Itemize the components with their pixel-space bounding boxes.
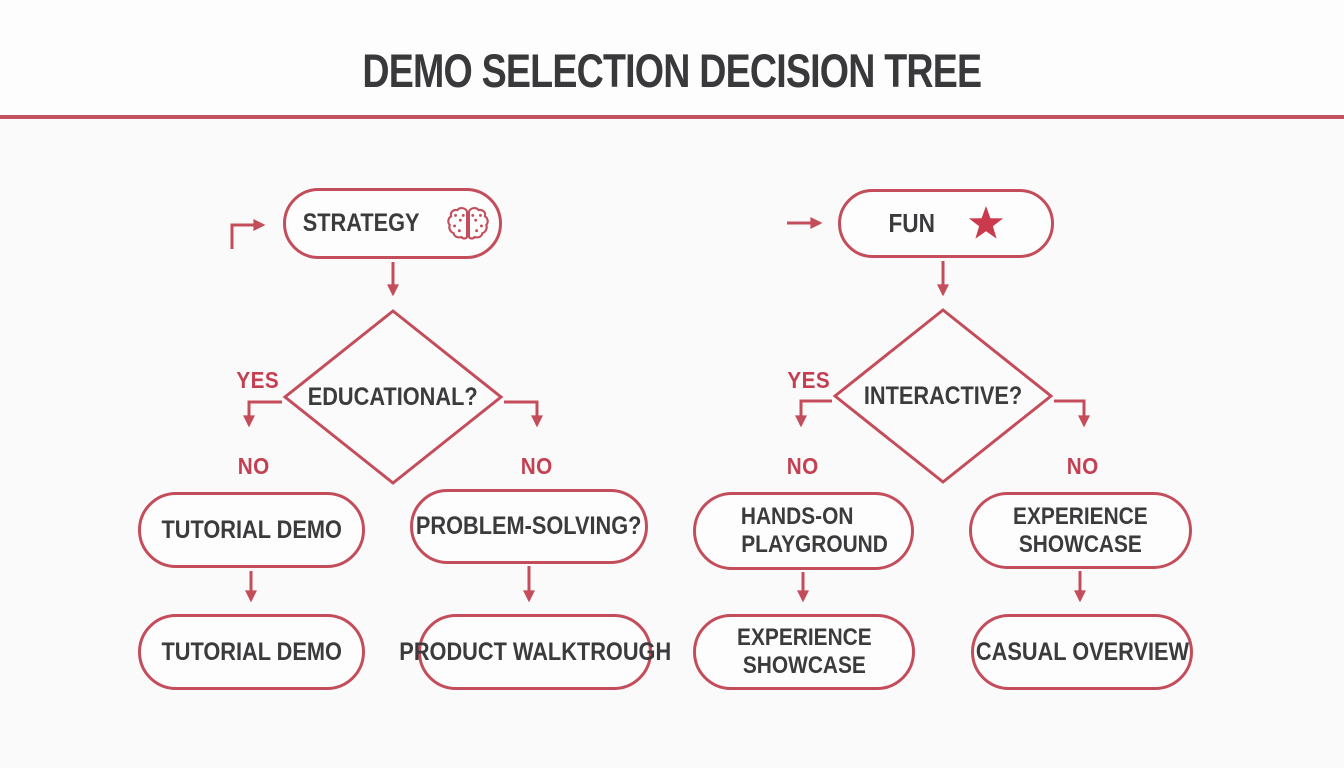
node-experience-showcase-leaf: EXPERIENCE SHOWCASE xyxy=(693,614,915,690)
entry-arrow-left xyxy=(230,219,266,249)
title-divider-rule xyxy=(0,115,1344,119)
node-hands-on-playground: HANDS-ON PLAYGROUND xyxy=(693,492,914,570)
node-strategy: STRATEGY xyxy=(283,188,502,259)
decision-interactive-label: INTERACTIVE? xyxy=(863,381,1023,410)
arrow-educational-no xyxy=(504,400,543,428)
node-tutorial-demo-leaf: TUTORIAL DEMO xyxy=(138,614,365,690)
label-no-right-branch-right: NO xyxy=(1067,452,1099,479)
node-problem-solving: PROBLEM-SOLVING? xyxy=(410,489,648,564)
decision-diamond-interactive xyxy=(832,308,1054,484)
node-product-walktrough: PRODUCT WALKTROUGH xyxy=(399,614,671,690)
node-fun: FUN xyxy=(838,189,1054,258)
label-no-left-branch-right: NO xyxy=(521,452,553,479)
node-strategy-label: STRATEGY xyxy=(303,209,420,237)
star-icon xyxy=(965,204,1007,244)
page-title: DEMO SELECTION DECISION TREE xyxy=(0,43,1344,97)
page-title-text: DEMO SELECTION DECISION TREE xyxy=(362,43,983,97)
arrow-interactive-yes xyxy=(795,399,832,428)
node-experience-showcase-child: EXPERIENCE SHOWCASE xyxy=(969,492,1192,569)
label-yes-right-tree: YES xyxy=(787,366,831,393)
node-casual-overview: CASUAL OVERVIEW xyxy=(971,614,1193,690)
node-tutorial-demo-child: TUTORIAL DEMO xyxy=(138,492,365,568)
brain-icon xyxy=(445,203,491,245)
node-fun-label: FUN xyxy=(888,208,936,238)
arrow-interactive-no xyxy=(1054,399,1090,428)
decision-diamond-educational xyxy=(282,309,504,485)
label-no-right-branch-left: NO xyxy=(787,452,819,479)
arrow-educational-yes xyxy=(243,400,282,428)
decision-educational-label: EDUCATIONAL? xyxy=(308,382,478,411)
label-yes-left-tree: YES xyxy=(236,366,280,393)
label-no-left-branch-left: NO xyxy=(238,452,270,479)
